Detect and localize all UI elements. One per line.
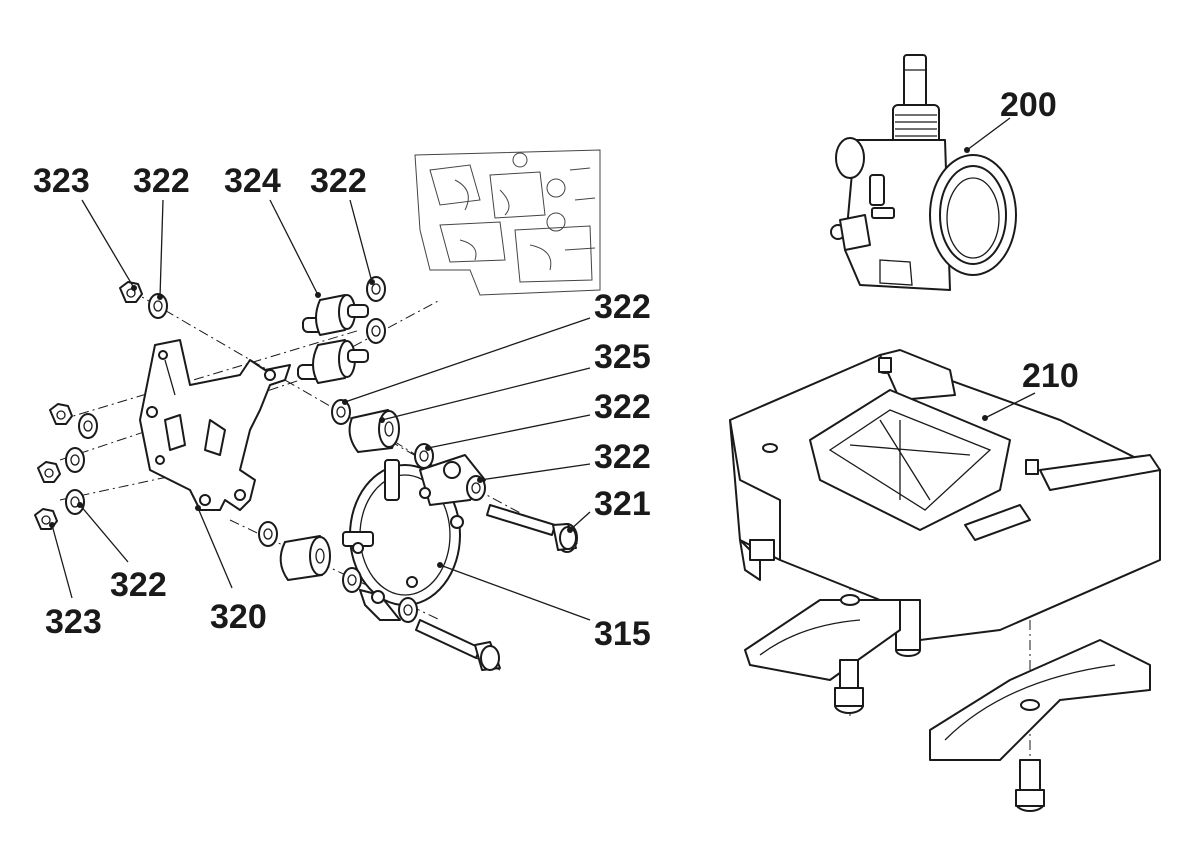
engine-block-sketch — [414, 149, 601, 296]
bolt-321-lower — [415, 619, 501, 671]
washer-322-11 — [342, 567, 362, 593]
washer-322-4 — [331, 399, 351, 425]
leader-322-top-left — [159, 199, 164, 298]
washers-322 — [65, 276, 486, 623]
callout-210: 210 — [1022, 357, 1079, 395]
leader-323-top — [81, 199, 135, 289]
washer-322-1 — [148, 293, 168, 319]
leader-322-r3 — [479, 463, 591, 481]
washer-322-10 — [258, 521, 278, 547]
leader-322-r1 — [344, 317, 591, 403]
spacer-325-lower — [279, 535, 331, 581]
rubber-mount-324-upper — [302, 294, 369, 336]
callout-321: 321 — [594, 485, 651, 523]
rubber-mount-324-lower — [297, 339, 369, 384]
leader-dots — [49, 147, 988, 568]
callout-200: 200 — [1000, 86, 1057, 124]
callout-322-right-3: 322 — [594, 438, 651, 476]
callout-labels: 323 322 324 322 322 325 322 322 321 315 … — [33, 86, 1079, 653]
callout-322-top-right: 322 — [310, 162, 367, 200]
leader-320 — [197, 507, 233, 589]
callout-323-top: 323 — [33, 162, 90, 200]
callout-315: 315 — [594, 615, 651, 653]
callout-322-right-2: 322 — [594, 388, 651, 426]
clamp-shoe-left — [744, 594, 901, 714]
mount-frame-210 — [729, 349, 1161, 657]
carburetor-200 — [830, 54, 1017, 291]
washer-322-3 — [366, 318, 386, 344]
nut-323-top — [119, 281, 143, 303]
leader-323-bottom — [51, 524, 73, 599]
nut-323-left-1 — [49, 403, 73, 425]
callout-322-right-1: 322 — [594, 288, 651, 326]
callout-324: 324 — [224, 162, 281, 200]
pump-315 — [342, 454, 486, 621]
leader-322-top-right — [349, 199, 373, 283]
clamp-shoe-right — [929, 639, 1151, 812]
leader-321 — [569, 511, 591, 531]
nut-323-left-2 — [37, 461, 61, 483]
callout-322-bottom: 322 — [110, 566, 167, 604]
washer-322-7 — [78, 413, 98, 439]
leader-200 — [966, 117, 1011, 151]
leader-322-r2 — [427, 414, 591, 449]
callout-325: 325 — [594, 338, 651, 376]
washer-322-8 — [65, 447, 85, 473]
leader-324 — [269, 199, 319, 296]
spacer-325-upper — [348, 409, 400, 453]
washer-322-9 — [65, 489, 85, 515]
callout-320: 320 — [210, 598, 267, 636]
leader-lines — [51, 117, 1036, 621]
leader-322-bottom — [79, 504, 129, 563]
bolt-321-upper — [486, 504, 578, 553]
leader-315 — [439, 564, 591, 621]
callout-323-bottom: 323 — [45, 603, 102, 641]
callout-322-top-left: 322 — [133, 162, 190, 200]
leader-210 — [984, 392, 1036, 419]
washer-322-12 — [398, 597, 418, 623]
bracket-320 — [139, 339, 291, 511]
leader-325 — [381, 367, 591, 421]
